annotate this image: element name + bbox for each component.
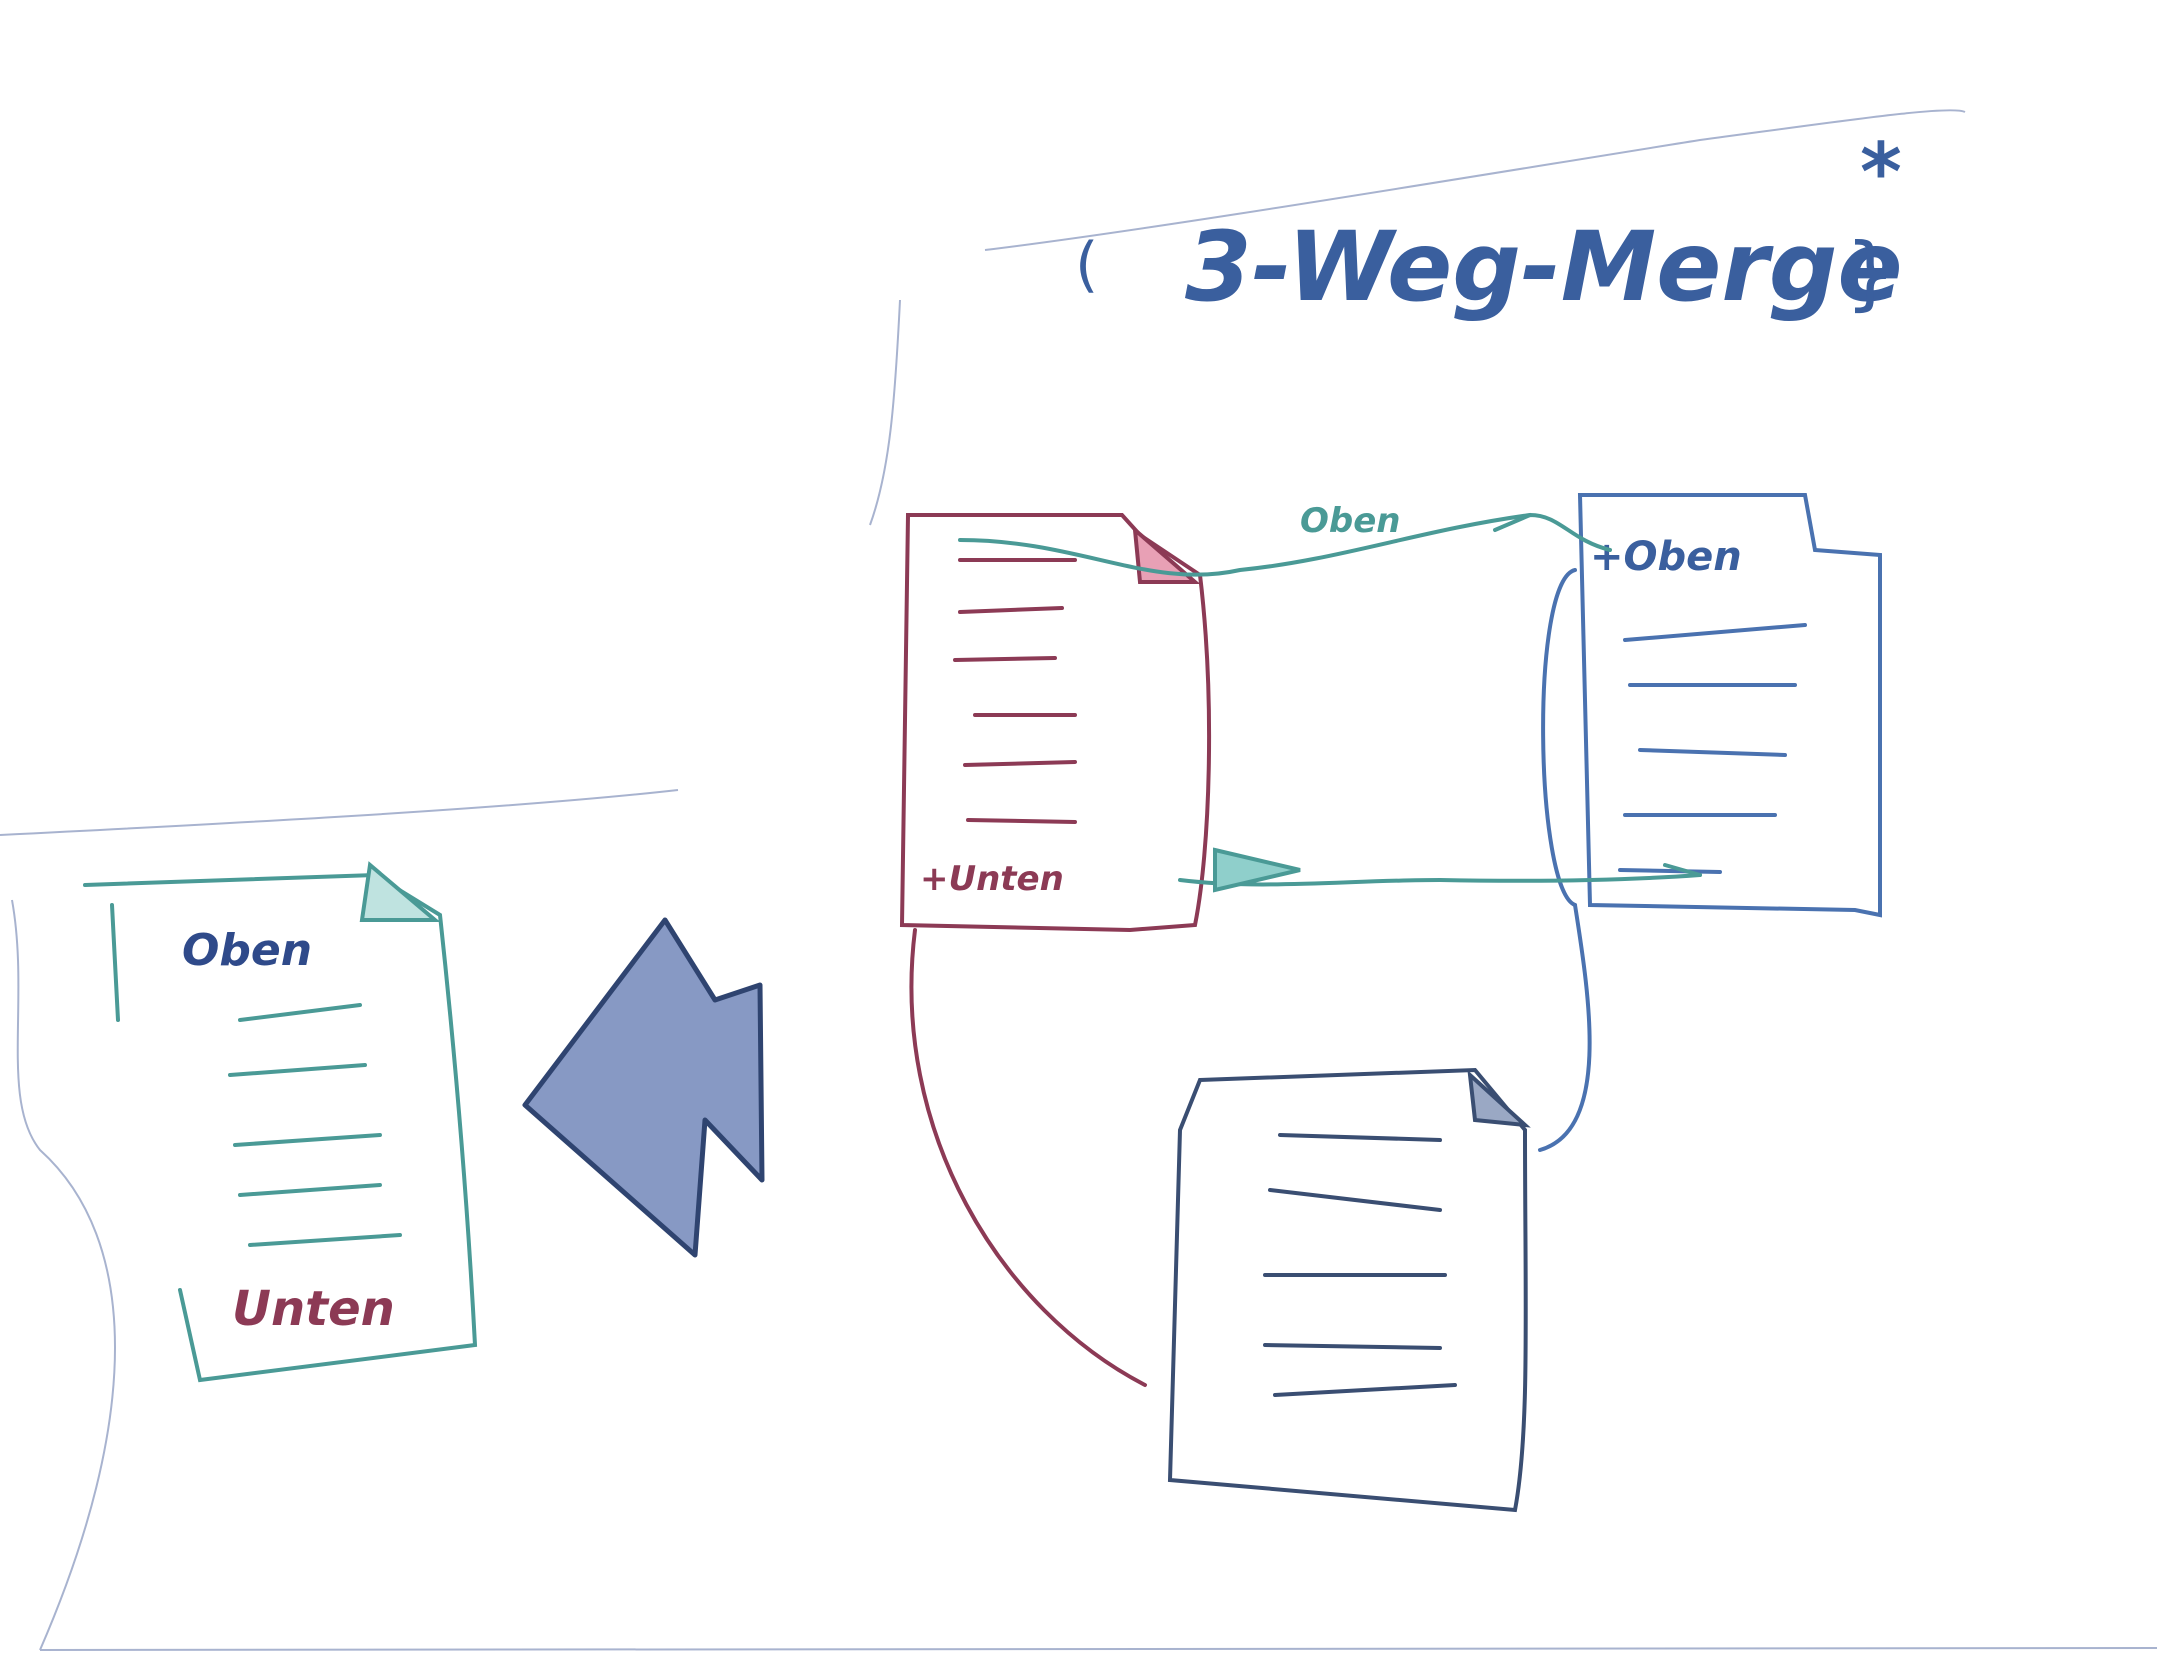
doc-blue-line-1 [1623, 623, 1807, 642]
doc-merged-line-4 [1263, 1343, 1442, 1350]
doc-result-line-3 [233, 1133, 382, 1147]
doc-maroon-outline [899, 513, 1212, 933]
document-merged [1167, 1067, 1531, 1513]
doc-maroon-line-6 [966, 818, 1077, 824]
doc-blue-outline [1577, 493, 1882, 918]
title-bracket-open: ( [1075, 230, 1098, 300]
doc-merged-line-5 [1273, 1383, 1457, 1397]
label-arrow-oben: Oben [1300, 501, 1401, 541]
document-result [83, 861, 478, 1383]
label-result-oben: Oben [182, 925, 312, 976]
teal-connectors [958, 512, 1702, 893]
diagram-title: 3-Weg-Merge [1185, 211, 1903, 323]
merge-arrow-icon [522, 917, 765, 1258]
title-group: ( 3-Weg-Merge } * [1075, 126, 1903, 323]
doc-result-line-2 [228, 1063, 367, 1077]
connector-top-arrowhead [1493, 513, 1532, 532]
doc-result-left-edge [110, 903, 120, 1022]
doc-result-line-1 [238, 1003, 362, 1022]
document-blue [1538, 493, 1882, 1152]
doc-blue-line-5 [1618, 868, 1722, 874]
label-result-unten: Unten [232, 1281, 395, 1337]
doc-result-line-5 [248, 1233, 402, 1247]
title-bracket-close: } [1845, 226, 1896, 319]
doc-blue-line-3 [1638, 748, 1787, 757]
document-maroon [899, 513, 1212, 1387]
doc-maroon-line-3 [953, 656, 1057, 662]
doc-maroon-line-2 [958, 606, 1064, 614]
region-outlines [0, 109, 2157, 1651]
blue-curve-down [1538, 903, 1592, 1152]
doc-result-line-4 [238, 1183, 382, 1197]
label-plus-unten: +Unten [920, 859, 1064, 899]
maroon-curve-down [909, 928, 1147, 1387]
connector-bottom-arrowhead [1663, 863, 1702, 877]
outline-top-right [984, 109, 1966, 251]
doc-merged-line-2 [1268, 1188, 1442, 1212]
connector-top [958, 512, 1612, 577]
doc-maroon-line-5 [963, 760, 1077, 767]
connector-bottom-fold [1213, 847, 1301, 893]
title-asterisk: * [1860, 126, 1902, 219]
doc-merged-fold [1467, 1069, 1531, 1128]
doc-merged-outline [1167, 1067, 1528, 1513]
label-plus-oben: +Oben [1590, 534, 1742, 580]
doc-result-outline [83, 872, 478, 1383]
doc-result-fold [359, 861, 441, 922]
outline-bottom [39, 1647, 2157, 1651]
outline-left-curve [11, 899, 116, 1651]
outline-right-vertical [869, 299, 901, 526]
doc-merged-line-1 [1278, 1133, 1442, 1142]
outline-left-top [0, 789, 679, 836]
connector-bottom [1178, 873, 1702, 887]
doc-blue-back [1541, 568, 1577, 907]
